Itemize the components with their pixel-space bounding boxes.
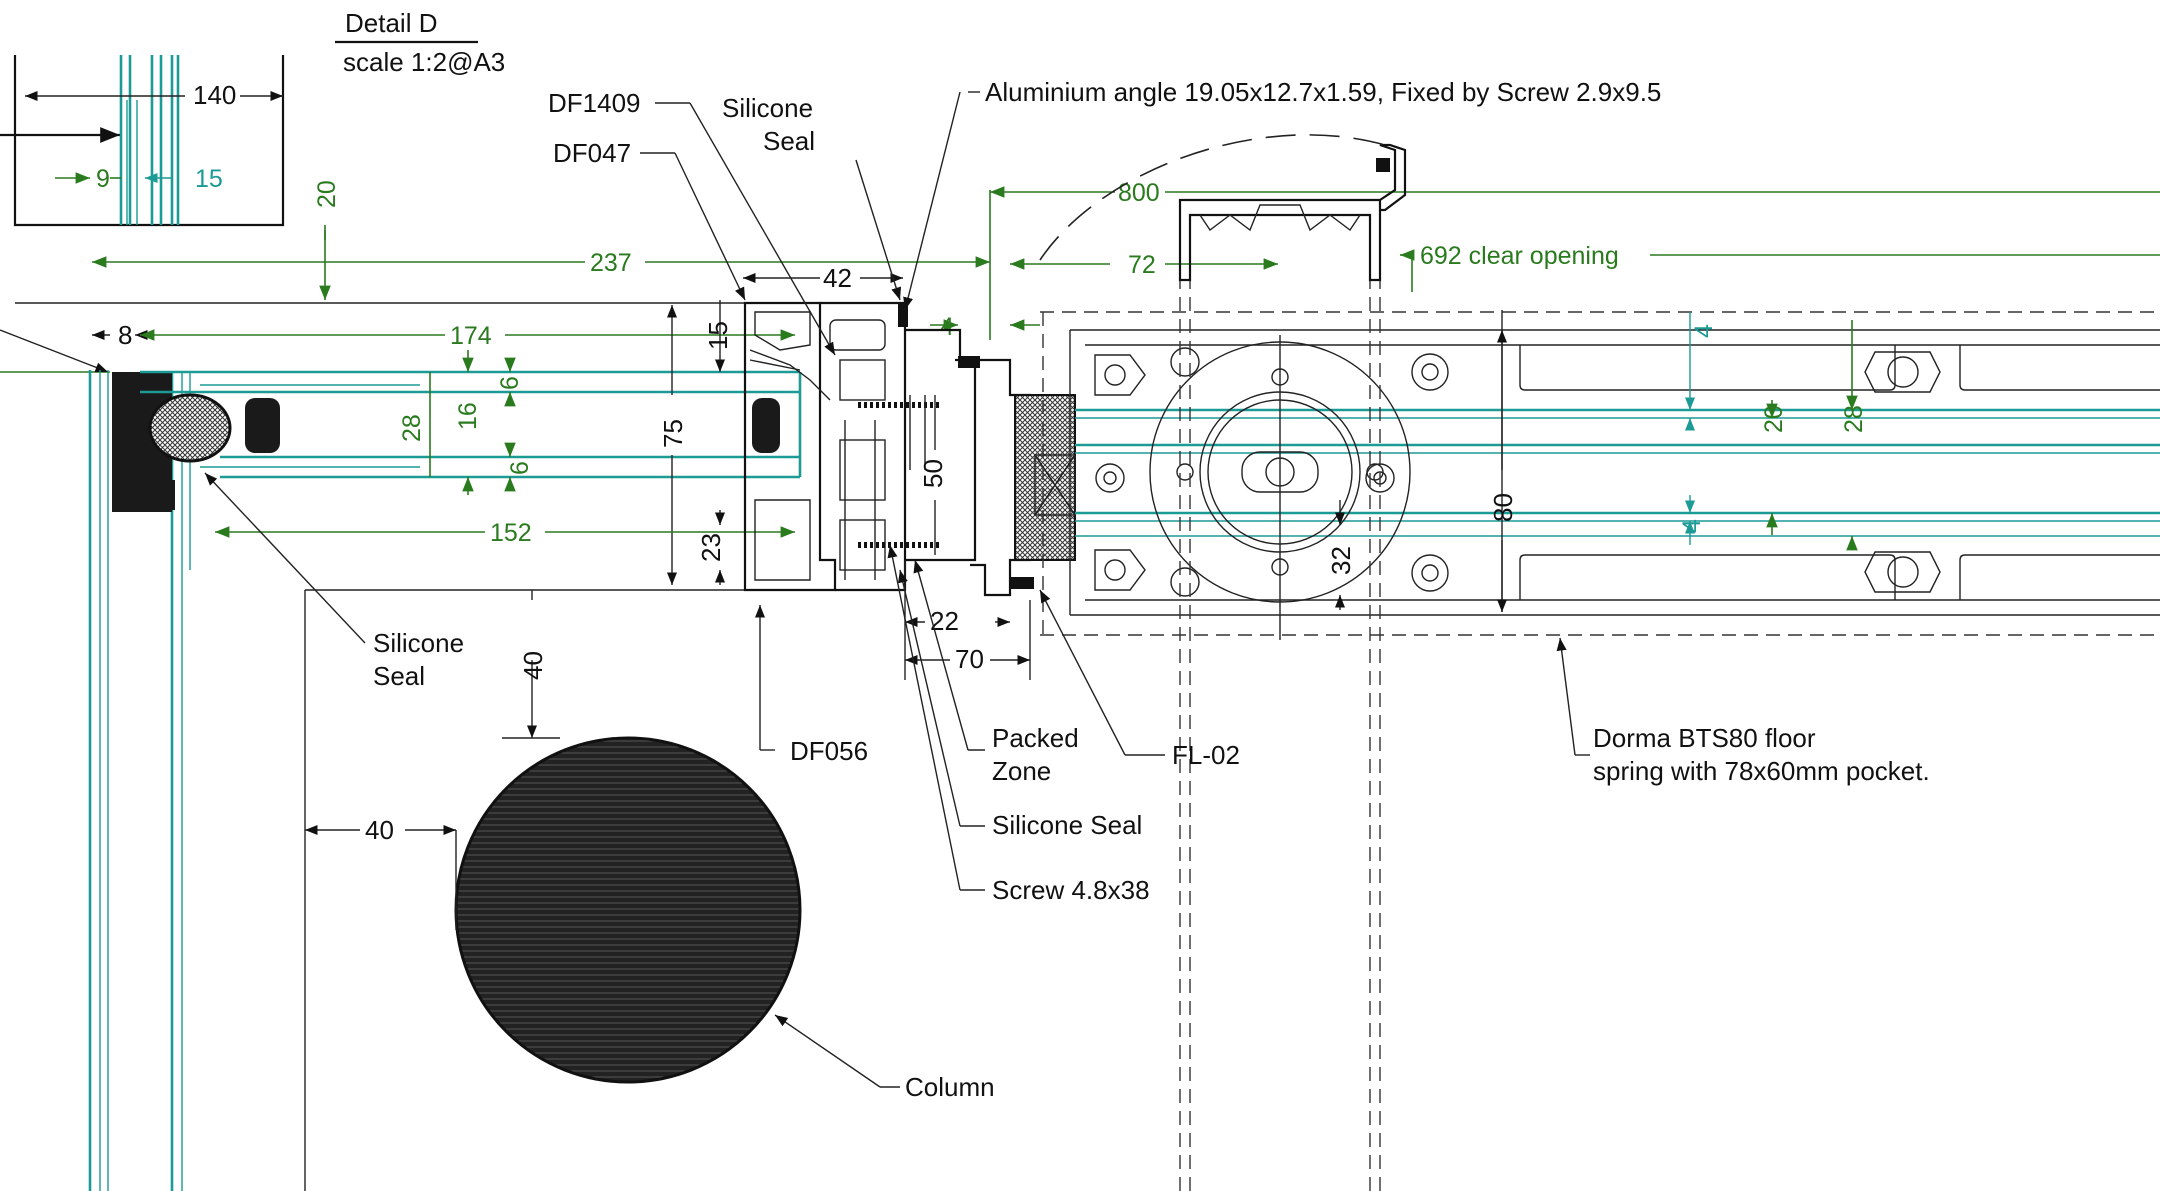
scale-label: scale 1:2@A3 bbox=[343, 47, 505, 77]
leaders bbox=[204, 91, 1590, 1088]
dim-6-bot: 6 bbox=[506, 461, 534, 475]
dim-50: 50 bbox=[918, 459, 948, 488]
label-silicone-seal-top-line1: Silicone bbox=[722, 93, 813, 123]
label-df1409: DF1409 bbox=[548, 88, 641, 118]
dim-80: 80 bbox=[1488, 493, 1518, 522]
building-outline bbox=[0, 302, 745, 1191]
top-dimensions: 20 237 42 800 72 692 clear opening 4 bbox=[92, 179, 2160, 341]
dim-20-right: 20 bbox=[1760, 405, 1788, 433]
aluminium-angle bbox=[1039, 134, 1407, 282]
label-silicone-seal-bottom: Silicone Seal bbox=[992, 810, 1142, 840]
label-fl02: FL-02 bbox=[1172, 740, 1240, 770]
detail-title: Detail D bbox=[345, 8, 437, 38]
dim-72: 72 bbox=[1128, 251, 1156, 279]
mullion-profile: 50 bbox=[743, 301, 977, 592]
callouts: DF1409 DF047 Silicone Seal Aluminium ang… bbox=[373, 77, 1930, 1102]
label-screw: Screw 4.8x38 bbox=[992, 875, 1150, 905]
right-dimensions: 80 4 20 28 4 32 bbox=[1326, 310, 1868, 612]
dim-15-teal: 15 bbox=[195, 165, 223, 193]
door-leaf-edge bbox=[955, 356, 2160, 597]
dim-32: 32 bbox=[1326, 546, 1356, 575]
dim-4-right-bot: 4 bbox=[1678, 519, 1706, 533]
label-dorma-line2: spring with 78x60mm pocket. bbox=[1593, 756, 1930, 786]
label-df047: DF047 bbox=[553, 138, 631, 168]
dim-40-horiz: 40 bbox=[365, 815, 394, 845]
label-column: Column bbox=[905, 1072, 995, 1102]
dim-140: 140 bbox=[193, 80, 236, 110]
dim-152: 152 bbox=[490, 519, 532, 547]
dim-15-vert: 15 bbox=[703, 321, 733, 350]
dim-8: 8 bbox=[118, 320, 132, 350]
dim-75: 75 bbox=[658, 419, 688, 448]
column: 40 40 bbox=[305, 590, 802, 1084]
dim-800: 800 bbox=[1118, 179, 1160, 207]
dim-70: 70 bbox=[955, 644, 984, 674]
label-aluminium-angle: Aluminium angle 19.05x12.7x1.59, Fixed b… bbox=[985, 77, 1661, 107]
dim-237: 237 bbox=[590, 249, 632, 277]
floor-spring bbox=[1040, 275, 2160, 1191]
label-silicone-seal-left-line2: Seal bbox=[373, 661, 425, 691]
label-silicone-seal-top: Silicone Seal bbox=[722, 93, 820, 156]
label-df056: DF056 bbox=[790, 736, 868, 766]
dim-42: 42 bbox=[823, 263, 852, 293]
label-dorma-line1: Dorma BTS80 floor bbox=[1593, 723, 1816, 753]
dim-4-left: 4 bbox=[940, 313, 954, 341]
label-silicone-seal-top-line2: Seal bbox=[763, 126, 815, 156]
dim-692: 692 clear opening bbox=[1420, 242, 1619, 270]
inset-detail: 140 9 15 bbox=[0, 55, 285, 227]
label-silicone-seal-left: Silicone Seal bbox=[373, 628, 471, 691]
dim-6-top: 6 bbox=[496, 376, 524, 390]
label-packed-zone-line1: Packed bbox=[992, 723, 1079, 753]
label-packed-zone: Packed Zone bbox=[992, 723, 1086, 786]
dim-40-vert: 40 bbox=[518, 651, 548, 680]
dim-4-right-top: 4 bbox=[1690, 324, 1718, 338]
bottom-dimensions: 22 70 bbox=[904, 560, 1031, 680]
title-block: Detail D scale 1:2@A3 bbox=[335, 8, 505, 77]
dim-20-top: 20 bbox=[313, 180, 341, 208]
dim-9: 9 bbox=[96, 165, 110, 193]
dim-16: 16 bbox=[454, 402, 482, 430]
label-packed-zone-line2: Zone bbox=[992, 756, 1051, 786]
label-silicone-seal-left-line1: Silicone bbox=[373, 628, 464, 658]
dim-23: 23 bbox=[696, 533, 726, 562]
dim-28-right: 28 bbox=[1840, 405, 1868, 433]
label-dorma: Dorma BTS80 floor spring with 78x60mm po… bbox=[1593, 723, 1930, 786]
dim-174: 174 bbox=[450, 322, 492, 350]
dim-28-left: 28 bbox=[398, 414, 426, 442]
